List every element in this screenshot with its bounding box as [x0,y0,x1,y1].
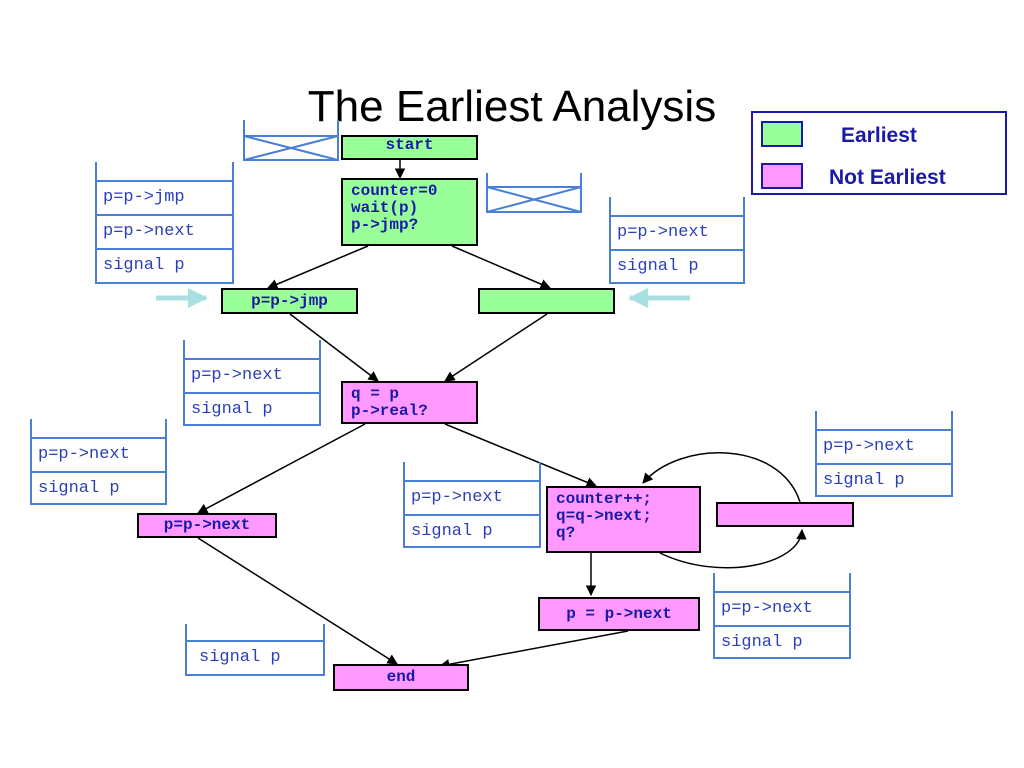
empty-stack-left [243,120,339,161]
node-loop-body: counter++; q=q->next; q? [546,486,701,553]
stack-mid-left: p=p->next signal p [183,340,321,426]
legend-swatch-earliest [761,121,803,147]
stack-cell: p=p->next [32,437,165,471]
stack-bottom-left: signal p [185,624,325,676]
edge-decision-emptygreen [451,245,551,290]
stack-cell: p=p->next [405,480,539,514]
empty-stack-right [486,173,582,213]
stack-cell: p=p->next [97,214,232,248]
node-jmp-assign: p=p->jmp [221,288,358,314]
node-decision: counter=0 wait(p) p->jmp? [341,178,478,246]
stack-cell: signal p [32,471,165,505]
stack-cell: signal p [405,514,539,548]
node-q-assign: q = p p->real? [341,381,478,424]
legend-swatch-not-earliest [761,163,803,189]
stack-cell: p=p->jmp [97,180,232,214]
stack-cell: signal p [185,392,319,426]
edge-nextleft-end [197,537,398,665]
stack-cell: signal p [817,463,951,497]
edge-loop-emptypink [659,528,807,569]
stack-bottom-right: p=p->next signal p [713,573,851,659]
stack-cell: signal p [715,625,849,659]
node-empty-green [478,288,615,314]
node-end: end [333,664,469,691]
legend-label-not-earliest: Not Earliest [829,166,946,189]
stack-cell: p=p->next [611,215,743,249]
stack-far-right: p=p->next signal p [815,411,953,497]
page-title: The Earliest Analysis [307,82,717,131]
stack-center: p=p->next signal p [403,462,541,548]
stack-top-right: p=p->next signal p [609,197,745,284]
node-next-assign-bottom: p = p->next [538,597,700,631]
edge-q-nextleft [197,423,366,514]
legend-label-earliest: Earliest [841,124,917,147]
edge-emptypink-loop [642,452,801,503]
stack-cell: signal p [187,640,323,674]
edge-decision-jmp [267,245,369,290]
stack-top-left: p=p->jmp p=p->next signal p [95,162,234,284]
edge-emptygreen-q [444,313,548,382]
stack-cell: p=p->next [185,358,319,392]
stack-far-left: p=p->next signal p [30,419,167,505]
legend: Earliest Not Earliest [751,111,1007,195]
stack-cell: p=p->next [715,591,849,625]
node-next-assign-left: p=p->next [137,513,277,538]
stack-cell: signal p [611,249,743,283]
edge-q-loop [444,423,597,488]
edge-jmp-q [289,313,379,382]
node-empty-pink [716,502,854,527]
edge-nextbottom-end [438,630,629,670]
node-start: start [341,135,478,160]
stack-cell: signal p [97,248,232,282]
stack-cell: p=p->next [817,429,951,463]
